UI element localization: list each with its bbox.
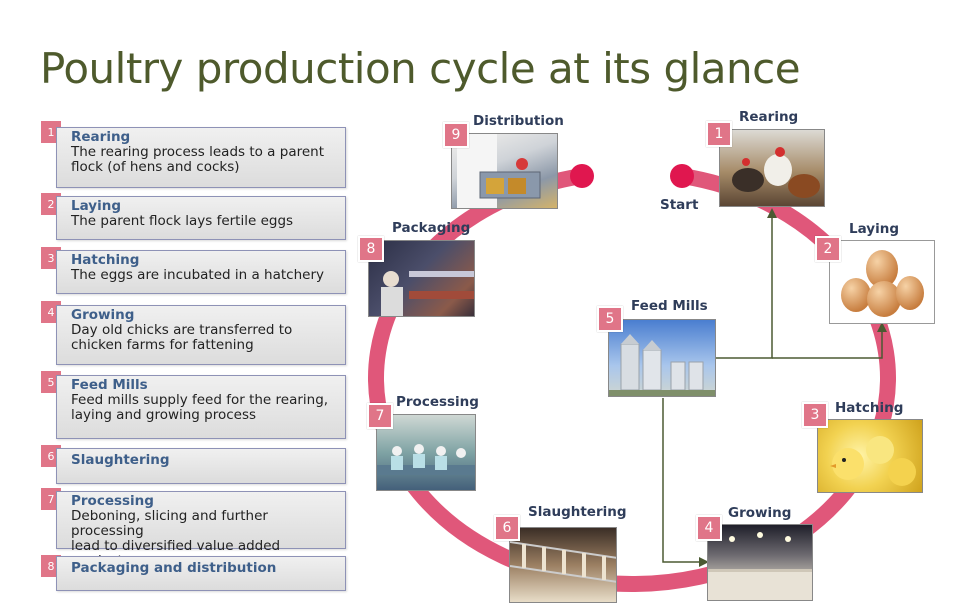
- arrow-to-rearing: [716, 214, 773, 359]
- step-badge: 2: [815, 236, 841, 262]
- list-item-title: Hatching: [71, 252, 140, 268]
- step-label: Growing: [728, 505, 792, 521]
- list-item-description: Day old chicks are transferred to chicke…: [71, 322, 293, 353]
- distribution-photo: [451, 133, 558, 209]
- step-badge: 1: [706, 121, 732, 147]
- step-label: Rearing: [739, 109, 799, 125]
- list-item: Feed Mills Feed mills supply feed for th…: [56, 375, 346, 439]
- list-item: Laying The parent flock lays fertile egg…: [56, 196, 346, 240]
- worker-with-crate-icon: [457, 134, 541, 208]
- list-item-description: The parent flock lays fertile eggs: [71, 213, 294, 229]
- list-item-description: The eggs are incubated in a hatchery: [71, 267, 324, 283]
- arrowhead-laying: [877, 322, 887, 332]
- feed-mills-photo: [608, 319, 716, 397]
- chicks-icon: [830, 436, 916, 486]
- rearing-photo: [719, 129, 825, 207]
- list-item-title: Laying: [71, 198, 121, 214]
- arrow-to-laying: [772, 328, 883, 359]
- ring-start-dot: [670, 164, 694, 188]
- step-badge: 9: [443, 122, 469, 148]
- ring-end-dot: [570, 164, 594, 188]
- slaughter-line-icon: [510, 541, 616, 583]
- eggs-icon: [841, 250, 924, 317]
- hens-and-cocks-icon: [732, 147, 820, 198]
- packaging-photo: [368, 240, 475, 317]
- step-label: Feed Mills: [631, 298, 708, 314]
- list-item: Hatching The eggs are incubated in a hat…: [56, 250, 346, 294]
- list-item: Processing Deboning, slicing and further…: [56, 491, 346, 569]
- step-label: Slaughtering: [528, 504, 627, 520]
- list-item: Rearing The rearing process leads to a p…: [56, 127, 346, 188]
- step-badge: 8: [358, 236, 384, 262]
- growing-photo: [707, 524, 813, 601]
- list-item-title: Slaughtering: [71, 452, 170, 468]
- packaging-line-icon: [381, 271, 474, 316]
- processing-plant-icon: [377, 444, 475, 475]
- slaughtering-photo: [509, 527, 617, 603]
- step-label: Laying: [849, 221, 899, 237]
- arrow-to-growing: [662, 398, 703, 563]
- step-badge: 6: [494, 515, 520, 541]
- step-badge: 3: [802, 402, 828, 428]
- step-label: Distribution: [473, 113, 564, 129]
- list-item-description: The rearing process leads to a parent fl…: [71, 144, 324, 175]
- step-label: Processing: [396, 394, 479, 410]
- step-badge: 7: [367, 403, 393, 429]
- list-item-title: Rearing: [71, 129, 131, 145]
- list-item: Slaughtering: [56, 448, 346, 484]
- list-item-title: Feed Mills: [71, 377, 148, 393]
- list-item: Packaging and distribution: [56, 556, 346, 591]
- start-label: Start: [660, 197, 699, 213]
- arrowhead-growing: [699, 557, 709, 567]
- broiler-house-icon: [708, 532, 812, 600]
- step-label: Hatching: [835, 400, 904, 416]
- list-item: Growing Day old chicks are transferred t…: [56, 305, 346, 365]
- laying-photo: [829, 240, 935, 324]
- hatching-photo: [817, 419, 923, 493]
- feed-silos-icon: [609, 334, 715, 396]
- list-item-description: Feed mills supply feed for the rearing, …: [71, 392, 329, 423]
- list-item-title: Processing: [71, 493, 154, 509]
- list-item-title: Growing: [71, 307, 135, 323]
- step-badge: 4: [696, 515, 722, 541]
- feed-supply-arrows: [662, 214, 883, 563]
- page-title: Poultry production cycle at its glance: [40, 44, 801, 93]
- arrowhead-rearing: [767, 208, 777, 218]
- step-badge: 5: [597, 306, 623, 332]
- list-item-title: Packaging and distribution: [71, 560, 277, 576]
- step-label: Packaging: [392, 220, 471, 236]
